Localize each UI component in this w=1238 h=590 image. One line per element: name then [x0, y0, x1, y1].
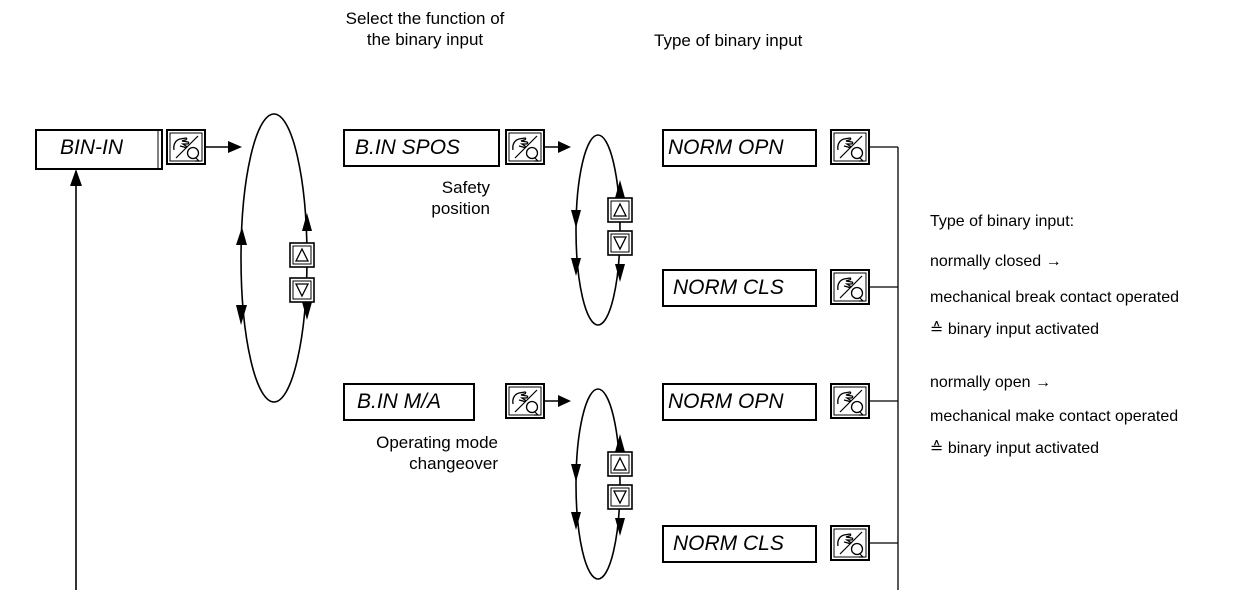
function-box-spos — [343, 129, 500, 167]
type-label-4: NORM CLS — [673, 532, 784, 555]
function-spos-label: B.IN SPOS — [355, 136, 461, 159]
type-box-4 — [662, 525, 817, 563]
arrow-up-key-icon[interactable] — [607, 197, 633, 223]
header-line: the binary input — [366, 30, 484, 49]
type-box-2 — [662, 269, 817, 307]
hand-press-enter-icon[interactable] — [830, 525, 870, 561]
hand-press-enter-icon[interactable] — [505, 129, 545, 165]
legend-closed-heading: normally closed → — [930, 253, 1062, 270]
function-ma-label: B.IN M/A — [357, 390, 442, 413]
type-loop-2 — [575, 388, 621, 580]
description-line: Safety — [441, 178, 490, 197]
type-loop-1 — [575, 134, 621, 326]
type-label-2: NORM CLS — [673, 276, 784, 299]
legend-open-line2: ≙ binary input activated — [930, 440, 1100, 457]
type-label-1: NORM OPN — [668, 136, 784, 159]
description-line: position — [431, 199, 490, 218]
hand-press-enter-icon[interactable] — [830, 269, 870, 305]
legend-title: Type of binary input: — [930, 213, 1075, 230]
header-select-function: Select the function of the binary input — [300, 8, 550, 50]
description-line: changeover — [409, 454, 498, 473]
arrow-up-key-icon[interactable] — [607, 451, 633, 477]
header-type-of-input: Type of binary input — [654, 31, 803, 50]
legend-closed-line1: mechanical break contact operated — [930, 289, 1180, 306]
function-box-ma — [343, 383, 475, 421]
hand-press-enter-icon[interactable] — [830, 129, 870, 165]
description-line: Operating mode — [376, 433, 498, 452]
hand-press-enter-icon[interactable] — [830, 383, 870, 419]
function-spos-description: Safety position — [370, 177, 490, 219]
type-box-1 — [662, 129, 817, 167]
arrow-up-key-icon[interactable] — [289, 242, 315, 268]
arrow-down-key-icon[interactable] — [607, 484, 633, 510]
legend-closed-line2: ≙ binary input activated — [930, 321, 1100, 338]
hand-press-enter-icon[interactable] — [166, 129, 206, 165]
header-line: Select the function of — [345, 9, 505, 28]
type-box-3 — [662, 383, 817, 421]
arrow-down-key-icon[interactable] — [607, 230, 633, 256]
function-ma-description: Operating mode changeover — [330, 432, 498, 474]
hand-press-enter-icon[interactable] — [505, 383, 545, 419]
root-display-label: BIN-IN — [60, 136, 123, 159]
root-display-box — [35, 129, 163, 170]
legend-open-heading: normally open → — [930, 374, 1051, 391]
legend-open-line1: mechanical make contact operated — [930, 408, 1179, 425]
arrow-down-key-icon[interactable] — [289, 277, 315, 303]
type-label-3: NORM OPN — [668, 390, 784, 413]
